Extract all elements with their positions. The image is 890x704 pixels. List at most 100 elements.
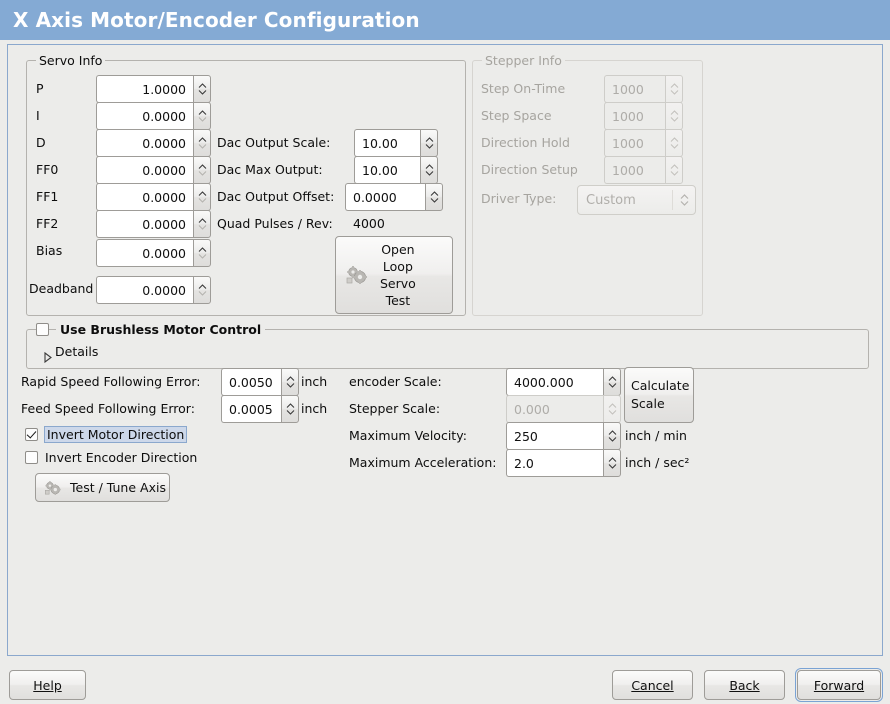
- dac-max-output-value[interactable]: 10.00: [354, 156, 420, 184]
- chevron-up-icon[interactable]: [198, 110, 207, 116]
- chevron-down-icon[interactable]: [425, 143, 434, 149]
- brushless-details-expander[interactable]: Details: [36, 344, 98, 363]
- encoder-scale-value[interactable]: 4000.000: [506, 368, 603, 396]
- servo-spin-d[interactable]: 0.0000: [96, 129, 211, 157]
- checkbox-box[interactable]: [25, 428, 38, 441]
- chevron-up-icon[interactable]: [198, 284, 207, 290]
- calculate-scale-button[interactable]: Calculate Scale: [624, 367, 694, 423]
- test-tune-axis-button[interactable]: Test / Tune Axis: [35, 473, 170, 502]
- back-button-label: Back: [729, 677, 760, 693]
- chevron-down-icon[interactable]: [198, 290, 207, 296]
- olt-line2: Loop: [382, 259, 413, 274]
- servo-spin-ff1-steppers[interactable]: [193, 183, 211, 211]
- servo-value-d[interactable]: 0.0000: [96, 129, 193, 157]
- chevron-down-icon[interactable]: [608, 436, 617, 442]
- dac-max-output-steppers[interactable]: [420, 156, 438, 184]
- servo-value-bias[interactable]: 0.0000: [96, 239, 193, 267]
- chevron-up-icon[interactable]: [608, 457, 617, 463]
- chevron-up-icon[interactable]: [425, 164, 434, 170]
- encoder-scale-spin[interactable]: 4000.000: [506, 368, 621, 396]
- servo-spin-d-steppers[interactable]: [193, 129, 211, 157]
- chevron-down-icon[interactable]: [198, 143, 207, 149]
- servo-spin-ff2[interactable]: 0.0000: [96, 210, 211, 238]
- chevron-down-icon[interactable]: [198, 197, 207, 203]
- chevron-up-icon[interactable]: [198, 164, 207, 170]
- servo-spin-i[interactable]: 0.0000: [96, 102, 211, 130]
- rapid-following-error-steppers[interactable]: [281, 368, 299, 396]
- maximum-acceleration-spin[interactable]: 2.0: [506, 449, 621, 477]
- chevron-down-icon[interactable]: [286, 382, 295, 388]
- rapid-following-error-spin[interactable]: 0.0050: [221, 368, 299, 396]
- cancel-button[interactable]: Cancel: [612, 670, 693, 700]
- feed-following-error-value[interactable]: 0.0005: [221, 395, 281, 423]
- chevron-up-icon[interactable]: [608, 376, 617, 382]
- servo-value-deadband[interactable]: 0.0000: [96, 276, 193, 304]
- chevron-up-icon[interactable]: [198, 137, 207, 143]
- dac-output-offset-value[interactable]: 0.0000: [345, 183, 425, 211]
- chevron-up-icon[interactable]: [198, 218, 207, 224]
- triangle-right-icon[interactable]: [43, 351, 53, 363]
- dac-output-scale-steppers[interactable]: [420, 129, 438, 157]
- chevron-up-icon[interactable]: [430, 191, 439, 197]
- dac-output-scale-value[interactable]: 10.00: [354, 129, 420, 157]
- encoder-scale-steppers[interactable]: [603, 368, 621, 396]
- maximum-acceleration-steppers[interactable]: [603, 449, 621, 477]
- servo-spin-i-steppers[interactable]: [193, 102, 211, 130]
- back-button[interactable]: Back: [704, 670, 785, 700]
- feed-following-error-spin[interactable]: 0.0005: [221, 395, 299, 423]
- chevron-down-icon[interactable]: [608, 463, 617, 469]
- feed-following-error-steppers[interactable]: [281, 395, 299, 423]
- checkbox-box[interactable]: [36, 323, 49, 336]
- chevron-down-icon[interactable]: [198, 89, 207, 95]
- chevron-down-icon[interactable]: [198, 170, 207, 176]
- invert-encoder-direction-checkbox[interactable]: Invert Encoder Direction: [25, 450, 197, 465]
- dac-output-offset-spin[interactable]: 0.0000: [345, 183, 443, 211]
- servo-spin-ff0-steppers[interactable]: [193, 156, 211, 184]
- maximum-acceleration-value[interactable]: 2.0: [506, 449, 603, 477]
- maximum-velocity-value[interactable]: 250: [506, 422, 603, 450]
- dac-output-scale-spin[interactable]: 10.00: [354, 129, 438, 157]
- chevron-up-icon[interactable]: [286, 376, 295, 382]
- chevron-up-icon[interactable]: [198, 247, 207, 253]
- maximum-velocity-spin[interactable]: 250: [506, 422, 621, 450]
- help-button[interactable]: Help: [9, 670, 86, 700]
- servo-spin-bias[interactable]: 0.0000: [96, 239, 211, 267]
- servo-value-p[interactable]: 1.0000: [96, 75, 193, 103]
- servo-value-ff1[interactable]: 0.0000: [96, 183, 193, 211]
- servo-value-ff0[interactable]: 0.0000: [96, 156, 193, 184]
- servo-value-ff2[interactable]: 0.0000: [96, 210, 193, 238]
- servo-spin-ff2-steppers[interactable]: [193, 210, 211, 238]
- stepper-scale-steppers: [603, 395, 621, 423]
- servo-spin-deadband[interactable]: 0.0000: [96, 276, 211, 304]
- chevron-down-icon[interactable]: [286, 409, 295, 415]
- chevron-down-icon[interactable]: [198, 116, 207, 122]
- servo-spin-deadband-steppers[interactable]: [193, 276, 211, 304]
- open-loop-servo-test-button[interactable]: Open Loop Servo Test: [335, 236, 453, 314]
- invert-motor-direction-checkbox[interactable]: Invert Motor Direction: [25, 426, 188, 443]
- chevron-up-icon[interactable]: [425, 137, 434, 143]
- use-brushless-motor-control-checkbox[interactable]: Use Brushless Motor Control: [36, 322, 266, 337]
- chevron-down-icon[interactable]: [608, 382, 617, 388]
- forward-button[interactable]: Forward: [795, 668, 883, 702]
- chevron-up-icon[interactable]: [286, 403, 295, 409]
- rapid-following-error-value[interactable]: 0.0050: [221, 368, 281, 396]
- checkbox-box[interactable]: [25, 451, 38, 464]
- dac-output-offset-steppers[interactable]: [425, 183, 443, 211]
- use-brushless-motor-control-label: Use Brushless Motor Control: [56, 322, 266, 337]
- chevron-down-icon[interactable]: [198, 253, 207, 259]
- chevron-down-icon[interactable]: [198, 224, 207, 230]
- servo-value-i[interactable]: 0.0000: [96, 102, 193, 130]
- chevron-down-icon[interactable]: [425, 170, 434, 176]
- chevron-up-icon[interactable]: [198, 191, 207, 197]
- servo-spin-bias-steppers[interactable]: [193, 239, 211, 267]
- servo-spin-p[interactable]: 1.0000: [96, 75, 211, 103]
- dac-max-output-spin[interactable]: 10.00: [354, 156, 438, 184]
- servo-spin-ff0[interactable]: 0.0000: [96, 156, 211, 184]
- chevron-down-icon[interactable]: [430, 197, 439, 203]
- servo-spin-ff1[interactable]: 0.0000: [96, 183, 211, 211]
- maximum-velocity-steppers[interactable]: [603, 422, 621, 450]
- servo-spin-p-steppers[interactable]: [193, 75, 211, 103]
- chevron-up-icon[interactable]: [608, 430, 617, 436]
- chevron-up-icon[interactable]: [198, 83, 207, 89]
- chevron-right-icon[interactable]: [36, 347, 52, 363]
